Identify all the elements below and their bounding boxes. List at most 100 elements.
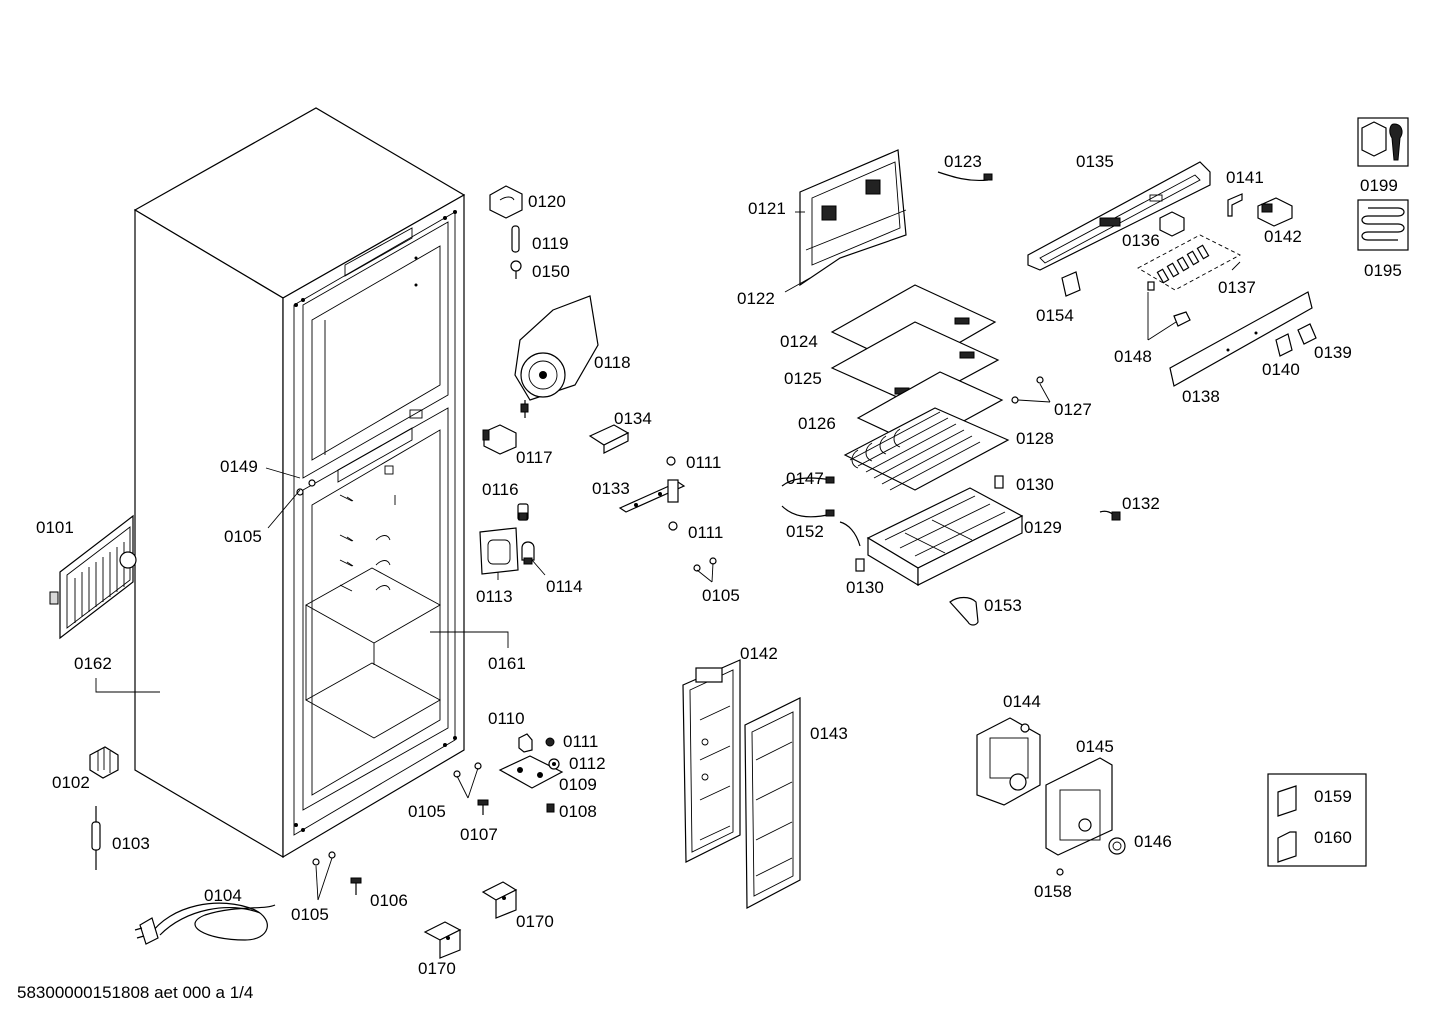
heater-wires-0147-0152 <box>781 476 861 547</box>
wire-0123 <box>937 171 993 182</box>
label-0142-control: 0142 <box>1264 227 1302 246</box>
label-0143: 0143 <box>810 724 848 743</box>
label-0147: 0147 <box>786 469 824 488</box>
label-0149: 0149 <box>220 457 258 476</box>
drain-tray-0129 <box>866 487 1024 587</box>
label-0105-bottom: 0105 <box>291 905 329 924</box>
thermostat-housing-0145 <box>1045 757 1113 856</box>
label-0160: 0160 <box>1314 828 1352 847</box>
legend-box-0159-0160 <box>1267 773 1367 867</box>
label-0137: 0137 <box>1218 278 1256 297</box>
wrench-and-nut-icon <box>1357 117 1409 167</box>
screw-0108 <box>546 803 555 813</box>
pin-0119 <box>511 225 520 253</box>
compressor-cover-0101 <box>49 514 137 640</box>
fuses-0130 <box>855 475 1004 572</box>
label-0195: 0195 <box>1364 261 1402 280</box>
screw-0106 <box>350 877 362 895</box>
label-0138: 0138 <box>1182 387 1220 406</box>
screws-0105-upper <box>296 479 316 496</box>
label-0170-left: 0170 <box>418 959 456 978</box>
label-0111-lower: 0111 <box>688 523 723 542</box>
power-cord-0104 <box>134 902 276 945</box>
label-0105-hinge: 0105 <box>408 802 446 821</box>
label-0162: 0162 <box>74 654 112 673</box>
switch-0142-top <box>1257 197 1293 227</box>
rear-cover-0121 <box>799 149 907 287</box>
label-0144: 0144 <box>1003 692 1041 711</box>
label-0121: 0121 <box>748 199 786 218</box>
sensor-0103 <box>91 806 101 870</box>
knob-0146 <box>1108 837 1126 855</box>
label-0146: 0146 <box>1134 832 1172 851</box>
label-0108: 0108 <box>559 802 597 821</box>
label-0153: 0153 <box>984 596 1022 615</box>
label-0101: 0101 <box>36 518 74 537</box>
label-0158: 0158 <box>1034 882 1072 901</box>
cover-0113 <box>479 527 519 575</box>
button-set-0137 <box>1137 234 1241 291</box>
label-0105-upper: 0105 <box>224 527 262 546</box>
washer-0112 <box>548 758 560 770</box>
bracket-0134 <box>588 424 630 454</box>
washer-0158 <box>1056 868 1064 876</box>
label-0111-upper: 0111 <box>686 453 721 472</box>
screws-0111 <box>666 456 678 531</box>
label-0106: 0106 <box>370 891 408 910</box>
screw-0111-c <box>545 737 555 747</box>
leader-lines <box>95 211 1241 901</box>
screw-0150 <box>510 260 522 279</box>
label-0111-hinge: 0111 <box>563 732 598 751</box>
label-0112: 0112 <box>569 754 606 773</box>
label-0154: 0154 <box>1036 306 1074 325</box>
document-footer: 58300000151808 aet 000 a 1/4 <box>17 983 253 1002</box>
door-bracket-0142 <box>682 659 741 863</box>
label-0124: 0124 <box>780 332 818 351</box>
part-labels: 0101 0102 0103 0104 0105 0105 0105 0105 … <box>36 152 1402 978</box>
rail-0133 <box>618 479 686 513</box>
label-0128: 0128 <box>1016 429 1054 448</box>
label-0152: 0152 <box>786 522 824 541</box>
label-0113: 0113 <box>476 587 513 606</box>
label-0110: 0110 <box>488 709 525 728</box>
label-0150: 0150 <box>532 262 570 281</box>
button-0139 <box>1297 323 1317 345</box>
label-0142-bracket: 0142 <box>740 644 778 663</box>
evaporator-0128 <box>843 407 1010 491</box>
connector-0136 <box>1159 211 1185 237</box>
label-0145: 0145 <box>1076 737 1114 756</box>
duct-0153 <box>949 596 979 626</box>
label-0102: 0102 <box>52 773 90 792</box>
panel-0125 <box>830 321 1000 412</box>
bracket-0170-right <box>481 881 518 919</box>
label-0104: 0104 <box>204 886 242 905</box>
label-0133: 0133 <box>592 479 630 498</box>
lamp-switch-0117 <box>482 424 517 455</box>
label-0129: 0129 <box>1024 518 1062 537</box>
screws-0105-center <box>693 557 717 572</box>
control-housing-0135 <box>1027 161 1211 271</box>
clip-0141 <box>1227 193 1243 217</box>
label-0120: 0120 <box>528 192 566 211</box>
label-0135: 0135 <box>1076 152 1114 171</box>
label-0130-lower: 0130 <box>846 578 884 597</box>
cap-0154 <box>1061 271 1081 297</box>
pins-0148 <box>1147 281 1191 327</box>
sensor-0132 <box>1099 510 1121 521</box>
screw-0107 <box>477 799 489 815</box>
label-0109: 0109 <box>559 775 597 794</box>
label-0107: 0107 <box>460 825 498 844</box>
label-0126: 0126 <box>798 414 836 433</box>
label-0140: 0140 <box>1262 360 1300 379</box>
label-0122: 0122 <box>737 289 775 308</box>
label-0161: 0161 <box>488 654 526 673</box>
label-0130-upper: 0130 <box>1016 475 1054 494</box>
label-0118: 0118 <box>594 353 631 372</box>
label-0117: 0117 <box>516 448 553 467</box>
bracket-0170-left <box>423 921 462 959</box>
label-0159: 0159 <box>1314 787 1352 806</box>
button-0140 <box>1275 333 1293 357</box>
screws-0127 <box>1011 376 1044 404</box>
fridge-cabinet-0162 <box>133 107 466 859</box>
label-0148: 0148 <box>1114 347 1152 366</box>
